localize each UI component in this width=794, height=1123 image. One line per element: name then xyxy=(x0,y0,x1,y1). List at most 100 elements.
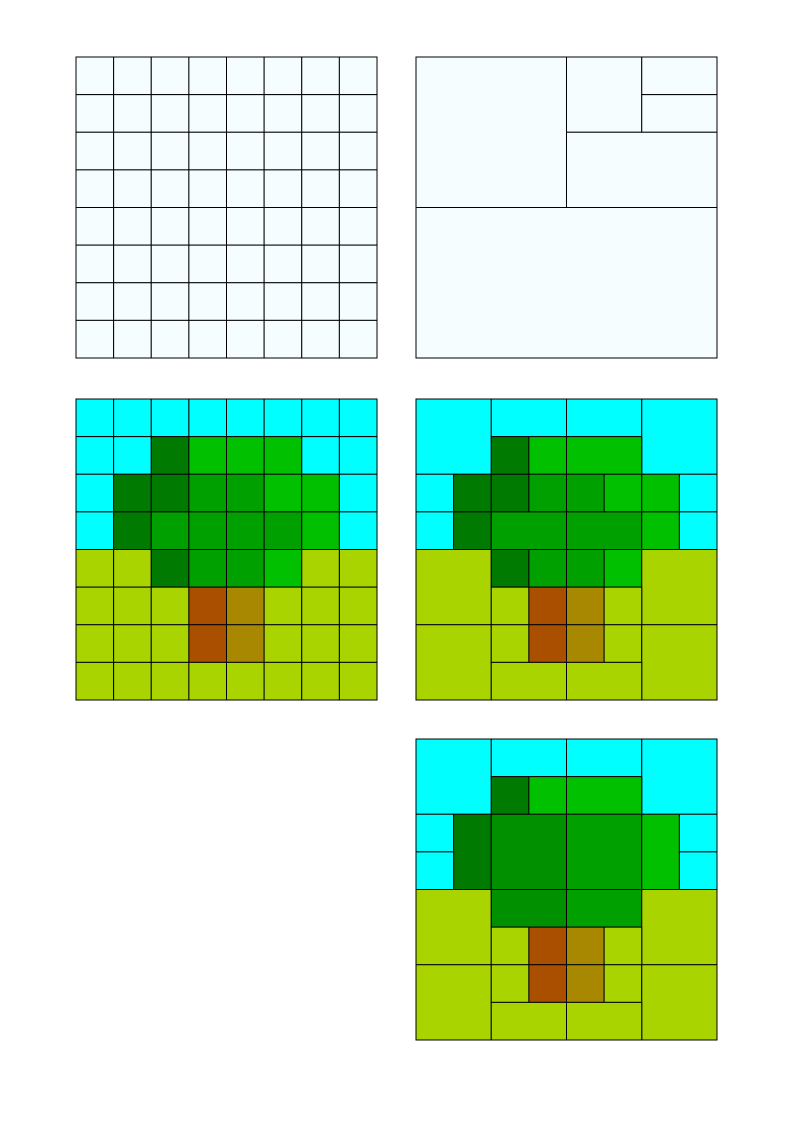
grid-cell xyxy=(566,889,643,928)
grid-cell xyxy=(75,586,115,626)
grid-cell xyxy=(641,398,718,475)
grid-cell xyxy=(603,586,643,626)
grid-cell xyxy=(641,889,718,966)
grid-cell xyxy=(113,131,152,171)
grid-cell xyxy=(566,776,643,815)
grid-cell xyxy=(75,169,115,209)
grid-cell xyxy=(226,94,265,133)
grid-cell xyxy=(150,661,190,701)
grid-cell xyxy=(566,813,643,890)
grid-cell xyxy=(490,661,567,701)
grid-cell xyxy=(113,319,152,359)
grid-cell xyxy=(263,207,303,246)
grid-cell xyxy=(113,473,152,513)
grid-cell xyxy=(678,851,718,891)
grid-cell xyxy=(338,624,378,663)
grid-cell xyxy=(75,282,115,321)
grid-cell xyxy=(301,282,340,321)
grid-cell xyxy=(150,244,190,284)
grid-cell xyxy=(528,436,568,475)
grid-cell xyxy=(490,889,567,928)
grid-cell xyxy=(566,586,605,626)
grid-cell xyxy=(603,473,643,513)
grid-cell xyxy=(226,319,265,359)
grid-cell xyxy=(490,624,530,663)
grid-cell xyxy=(338,282,378,321)
grid-cell xyxy=(188,511,228,551)
grid-cell xyxy=(150,319,190,359)
grid-cell xyxy=(415,511,455,551)
grid-cell xyxy=(263,624,303,663)
grid-cell xyxy=(490,813,567,890)
grid-cell xyxy=(226,244,265,284)
grid-cell xyxy=(453,473,492,513)
grid-cell xyxy=(641,738,718,815)
grid-cell xyxy=(188,586,228,626)
grid-cell xyxy=(188,319,228,359)
grid-cell xyxy=(226,207,265,246)
grid-cell xyxy=(415,207,718,359)
grid-cell xyxy=(301,169,340,209)
grid-cell xyxy=(566,398,643,438)
grid-cell xyxy=(150,436,190,475)
grid-cell xyxy=(566,661,643,701)
grid-cell xyxy=(226,169,265,209)
grid-cell xyxy=(226,131,265,171)
grid-cell xyxy=(338,511,378,551)
grid-cell xyxy=(301,56,340,96)
grid-cell xyxy=(263,244,303,284)
grid-cell xyxy=(188,549,228,588)
grid-cell xyxy=(113,661,152,701)
grid-cell xyxy=(528,964,568,1003)
grid-cell xyxy=(188,94,228,133)
grid-cell xyxy=(490,776,530,815)
grid-cell xyxy=(453,813,492,890)
grid-cell xyxy=(566,549,605,588)
grid-cell xyxy=(150,169,190,209)
empty-uniform-grid xyxy=(75,56,378,359)
grid-cell xyxy=(150,511,190,551)
grid-cell xyxy=(226,661,265,701)
grid-cell xyxy=(678,813,718,853)
grid-cell xyxy=(641,813,680,890)
grid-cell xyxy=(75,473,115,513)
grid-cell xyxy=(263,549,303,588)
grid-cell xyxy=(566,436,643,475)
grid-cell xyxy=(338,586,378,626)
grid-cell xyxy=(338,398,378,438)
grid-cell xyxy=(263,661,303,701)
grid-cell xyxy=(301,549,340,588)
grid-cell xyxy=(226,56,265,96)
grid-cell xyxy=(301,436,340,475)
grid-cell xyxy=(528,624,568,663)
grid-cell xyxy=(188,131,228,171)
grid-cell xyxy=(641,511,680,551)
grid-cell xyxy=(301,511,340,551)
grid-cell xyxy=(490,738,567,778)
grid-cell xyxy=(566,56,643,133)
grid-cell xyxy=(415,473,455,513)
grid-cell xyxy=(226,473,265,513)
grid-cell xyxy=(113,586,152,626)
grid-cell xyxy=(301,473,340,513)
grid-cell xyxy=(566,131,718,208)
grid-cell xyxy=(415,549,492,626)
grid-cell xyxy=(113,169,152,209)
grid-cell xyxy=(415,398,492,475)
grid-cell xyxy=(75,56,115,96)
grid-cell xyxy=(528,926,568,966)
grid-cell xyxy=(263,398,303,438)
grid-cell xyxy=(490,436,530,475)
grid-cell xyxy=(188,398,228,438)
grid-cell xyxy=(150,94,190,133)
grid-cell xyxy=(188,473,228,513)
grid-cell xyxy=(603,926,643,966)
grid-cell xyxy=(415,851,455,891)
grid-cell xyxy=(188,436,228,475)
grid-cell xyxy=(150,131,190,171)
grid-cell xyxy=(490,926,530,966)
grid-cell xyxy=(226,549,265,588)
grid-cell xyxy=(415,964,492,1041)
grid-cell xyxy=(226,511,265,551)
grid-cell xyxy=(188,282,228,321)
